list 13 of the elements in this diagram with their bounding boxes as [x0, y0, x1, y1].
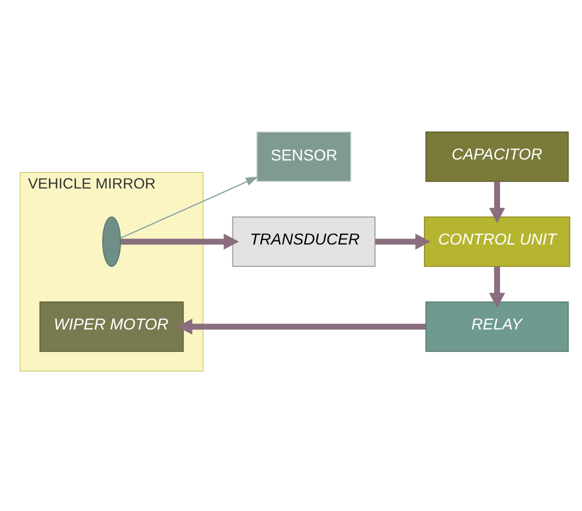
arrow	[120, 234, 239, 250]
node-ellipse	[102, 216, 121, 267]
node-box: CONTROL UNIT	[424, 216, 570, 267]
arrow	[120, 176, 258, 239]
arrow	[489, 182, 506, 224]
node-box: WIPER MOTOR	[39, 301, 184, 352]
arrow	[375, 234, 431, 250]
arrow	[177, 318, 426, 335]
arrow	[489, 266, 506, 308]
node-box: TRANSDUCER	[232, 216, 376, 267]
node-box: CAPACITOR	[425, 131, 569, 182]
node-box: SENSOR	[256, 131, 352, 182]
node-box: RELAY	[425, 301, 569, 352]
